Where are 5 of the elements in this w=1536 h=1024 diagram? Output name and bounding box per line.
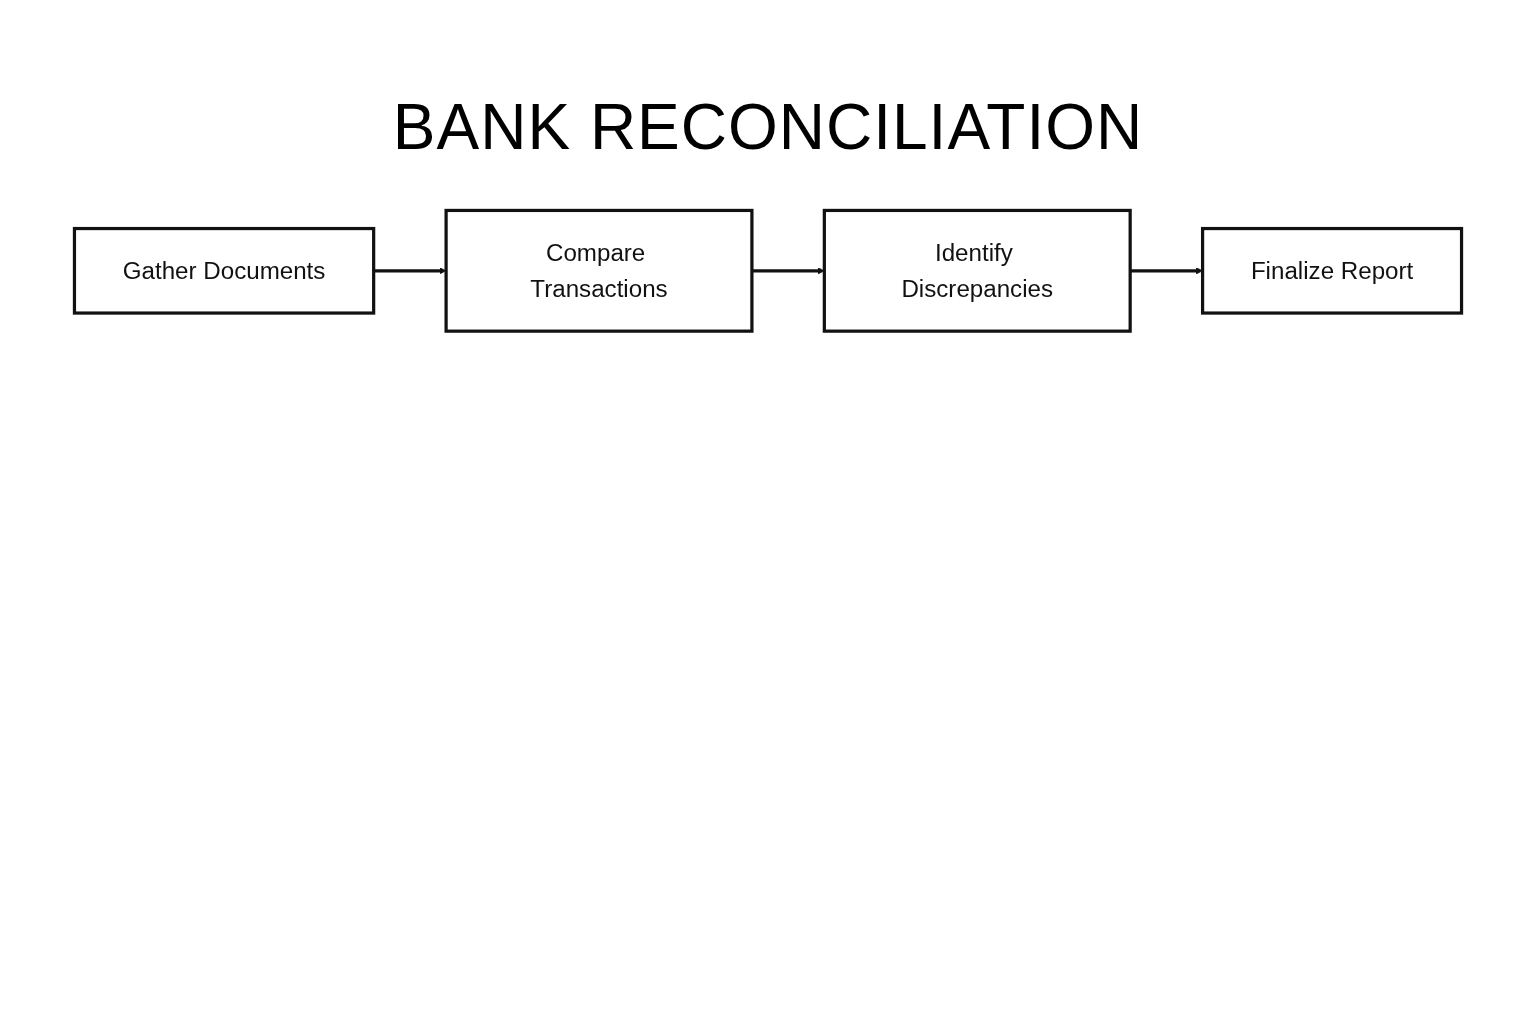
node-box: Finalize Report (1201, 226, 1464, 315)
title: BANK RECONCILIATION (391, 90, 1145, 164)
node-box: Gather Documents (72, 226, 376, 315)
node-box: Compare Transactions (444, 208, 754, 333)
node-box: Identify Discrepancies (822, 208, 1132, 333)
